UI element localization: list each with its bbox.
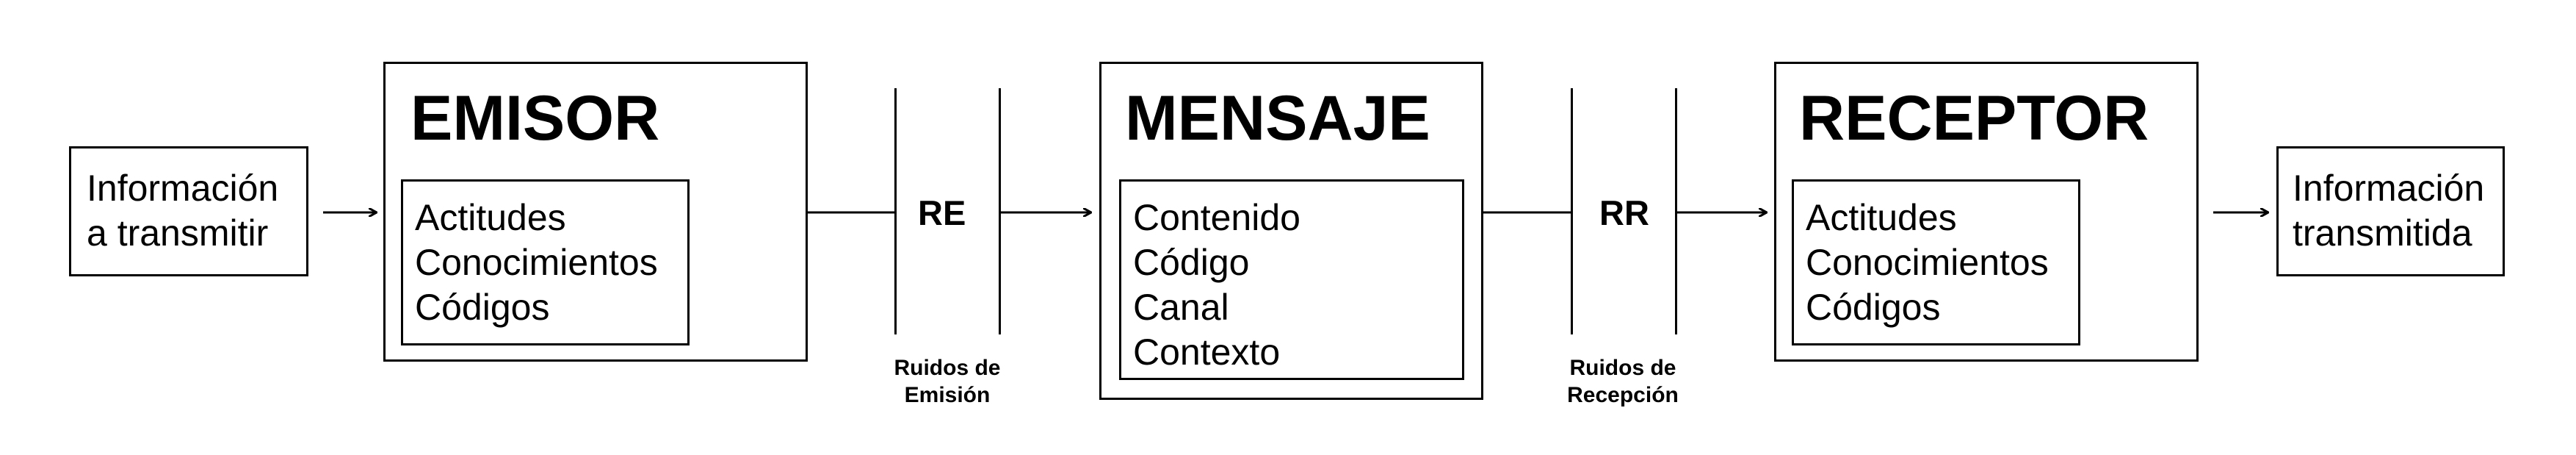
mensaje-item-3: Canal: [1133, 287, 1229, 328]
output-box: [2276, 146, 2505, 276]
input-line-1: Información: [87, 168, 279, 209]
noise-emission-right-bar: [999, 88, 1001, 334]
receptor-inner-box: [1792, 179, 2080, 345]
receptor-item-1: Actitudes: [1806, 197, 1957, 238]
receptor-title: RECEPTOR: [1799, 83, 2149, 154]
emisor-inner-box: [401, 179, 690, 345]
mensaje-item-1: Contenido: [1133, 197, 1300, 238]
noise-reception-left-bar: [1571, 88, 1573, 334]
noise-reception-caption-2: Recepción: [1567, 383, 1679, 407]
emisor-title: EMISOR: [410, 83, 660, 154]
noise-emission-caption: Ruidos de Emisión: [874, 354, 1021, 409]
output-line-1: Información: [2293, 168, 2485, 209]
input-line-2: a transmitir: [87, 212, 269, 254]
output-box-text: Información transmitida: [2293, 166, 2484, 256]
noise-reception-caption-1: Ruidos de: [1569, 356, 1676, 380]
output-line-2: transmitida: [2293, 212, 2472, 254]
mensaje-title: MENSAJE: [1125, 83, 1430, 154]
receptor-item-3: Códigos: [1806, 287, 1941, 328]
noise-emission-left-bar: [894, 88, 897, 334]
mensaje-item-4: Contexto: [1133, 332, 1281, 373]
emisor-item-2: Conocimientos: [415, 242, 658, 283]
emisor-item-3: Códigos: [415, 287, 550, 328]
input-box-text: Información a transmitir: [87, 166, 278, 256]
noise-reception-right-bar: [1675, 88, 1677, 334]
receptor-items: Actitudes Conocimientos Códigos: [1806, 196, 2049, 330]
mensaje-items: Contenido Código Canal Contexto: [1133, 196, 1300, 375]
noise-reception-label: RR: [1599, 193, 1649, 232]
emisor-items: Actitudes Conocimientos Códigos: [415, 196, 658, 330]
emisor-item-1: Actitudes: [415, 197, 566, 238]
mensaje-inner-box: [1119, 179, 1464, 380]
input-box: [69, 146, 308, 276]
noise-emission-caption-1: Ruidos de: [894, 356, 1001, 380]
mensaje-item-2: Código: [1133, 242, 1250, 283]
noise-emission-label: RE: [918, 193, 966, 232]
noise-emission-caption-2: Emisión: [904, 383, 991, 407]
noise-reception-caption: Ruidos de Recepción: [1549, 354, 1696, 409]
receptor-item-2: Conocimientos: [1806, 242, 2049, 283]
